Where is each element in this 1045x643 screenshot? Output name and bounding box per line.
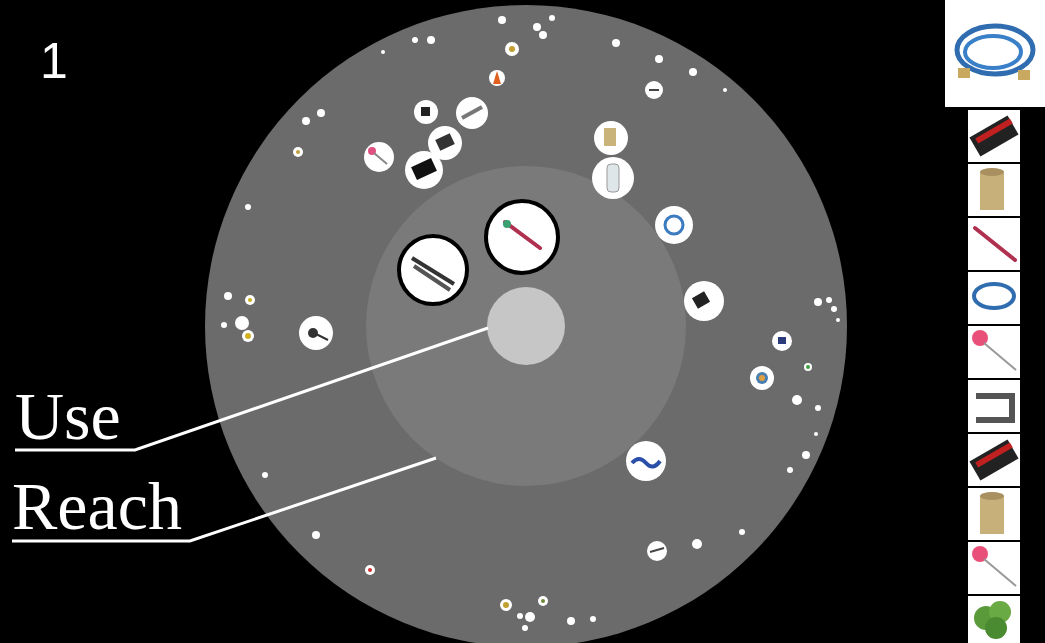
- object-discs: [299, 42, 792, 561]
- leader-lines: [12, 328, 488, 541]
- target-panel: [945, 0, 1045, 107]
- zone-label: Use: [15, 382, 121, 450]
- trial-number: 1: [40, 36, 68, 86]
- outer-field: [205, 5, 847, 643]
- use-zone: [487, 287, 565, 365]
- distant-objects: [221, 15, 840, 631]
- object-queue: [968, 110, 1020, 643]
- distant-object-colours: [245, 150, 810, 608]
- reach-zone: [366, 166, 686, 486]
- zone-label: Reach: [12, 472, 182, 540]
